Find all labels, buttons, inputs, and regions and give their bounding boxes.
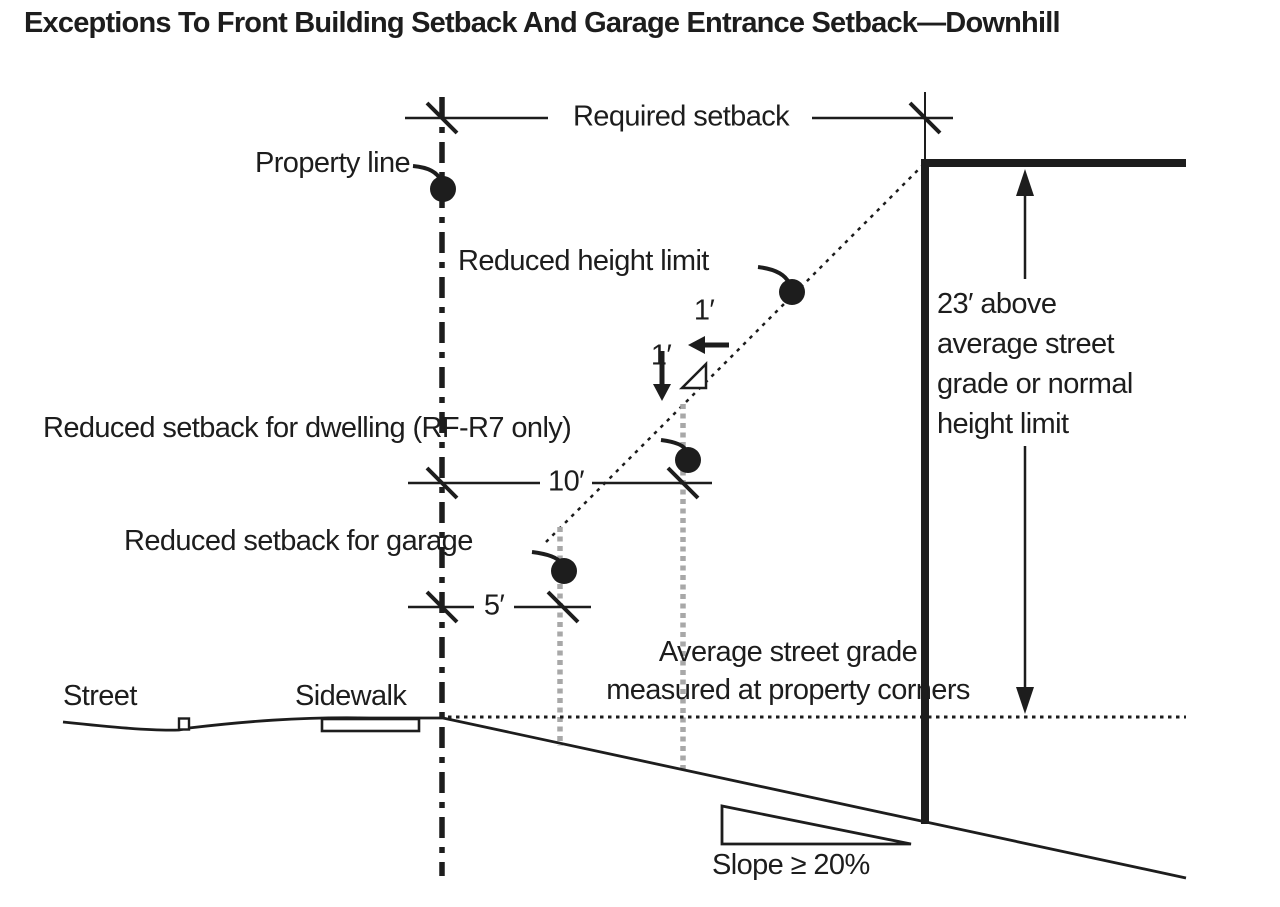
ground-profile-line bbox=[62, 716, 1187, 880]
reduced-height-limit-label: Reduced height limit bbox=[458, 245, 709, 277]
property-line-marker-dot bbox=[430, 176, 456, 202]
arrow-up-icon bbox=[1016, 169, 1034, 196]
ten-foot-dimension bbox=[408, 466, 712, 500]
dimension-tick bbox=[546, 590, 580, 624]
curb-icon bbox=[177, 717, 191, 731]
reduced-height-limit-marker-dot bbox=[779, 279, 805, 305]
dimension-tick bbox=[425, 466, 459, 500]
reduced-setback-garage-label: Reduced setback for garage bbox=[124, 525, 473, 557]
diagram-title: Exceptions To Front Building Setback And… bbox=[24, 7, 1061, 39]
one-to-one-slope-indicator bbox=[653, 336, 729, 401]
street-label: Street bbox=[63, 680, 137, 712]
dimension-tick bbox=[666, 466, 700, 500]
reduced-height-limit-leader bbox=[757, 265, 791, 284]
down-arrow-icon bbox=[653, 384, 671, 401]
slope-note-label: Slope ≥ 20% bbox=[712, 849, 870, 881]
dwelling-setback-marker-dot bbox=[675, 447, 701, 473]
run-one-foot-label: 1′ bbox=[693, 294, 715, 327]
required-setback-label: Required setback bbox=[572, 100, 790, 133]
reduced-height-limit-line bbox=[545, 162, 926, 543]
property-line-label: Property line bbox=[255, 147, 411, 179]
ten-foot-dimension-label: 10′ bbox=[548, 465, 585, 498]
rise-one-foot-label: 1′ bbox=[650, 339, 672, 372]
average-street-grade-note: Average street grade measured at propert… bbox=[606, 636, 970, 706]
left-arrow-icon bbox=[688, 336, 705, 354]
sidewalk-label: Sidewalk bbox=[295, 680, 407, 712]
reduced-setback-dwelling-label: Reduced setback for dwelling (RF-R7 only… bbox=[43, 412, 572, 444]
arrow-down-icon bbox=[1016, 687, 1034, 714]
slope-triangle-icon bbox=[720, 804, 912, 846]
leader-dots bbox=[430, 176, 805, 584]
leader-lines bbox=[412, 164, 791, 565]
height-limit-note: 23′ above average street grade or normal… bbox=[937, 288, 1133, 440]
sidewalk-section-icon bbox=[320, 717, 421, 733]
garage-setback-marker-dot bbox=[551, 558, 577, 584]
slope-right-triangle-icon bbox=[678, 360, 708, 390]
five-foot-dimension-label: 5′ bbox=[483, 589, 505, 622]
height-dimension-arrow bbox=[1016, 169, 1034, 714]
dimension-tick bbox=[425, 590, 459, 624]
five-foot-dimension bbox=[408, 590, 591, 624]
